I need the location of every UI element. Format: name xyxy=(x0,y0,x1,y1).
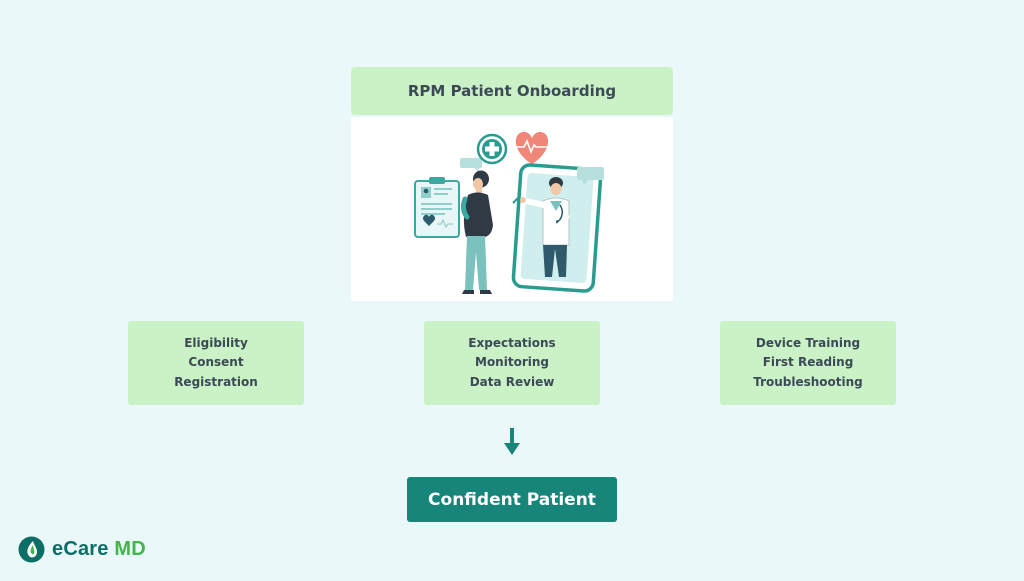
brand-name-md: MD xyxy=(114,537,146,560)
medical-cross-icon xyxy=(476,133,508,165)
step-line: Expectations xyxy=(468,335,556,350)
brand-name-ecare: eCare xyxy=(52,537,109,560)
step-line: Device Training xyxy=(755,335,861,350)
step-box-registration: Eligibility Consent Registration xyxy=(128,321,304,405)
onboarding-illustration xyxy=(351,117,673,301)
step-line: Consent xyxy=(188,355,244,370)
step-box-device-training: Device Training First Reading Troublesho… xyxy=(720,321,896,405)
ecare-drop-logo-icon xyxy=(18,536,45,562)
step-line: Monitoring xyxy=(475,355,549,370)
diagram-title: RPM Patient Onboarding xyxy=(351,67,673,115)
telehealth-illustration xyxy=(414,132,604,294)
outcome-box: Confident Patient xyxy=(407,477,617,522)
step-box-expectations: Expectations Monitoring Data Review xyxy=(424,321,600,405)
patient-figure xyxy=(460,170,493,294)
step-line: First Reading xyxy=(762,355,854,370)
heart-pulse-icon xyxy=(515,132,549,164)
chat-bubble-icon xyxy=(460,158,482,172)
step-line: Troubleshooting xyxy=(753,374,863,389)
brand-logo: eCare MD xyxy=(18,535,146,563)
clipboard-icon xyxy=(414,177,460,238)
doctor-figure xyxy=(520,177,570,277)
step-line: Data Review xyxy=(469,374,555,389)
step-line: Eligibility xyxy=(184,335,248,350)
brand-name: eCare MD xyxy=(52,538,146,561)
step-line: Registration xyxy=(174,374,258,389)
down-arrow-icon xyxy=(504,428,520,455)
